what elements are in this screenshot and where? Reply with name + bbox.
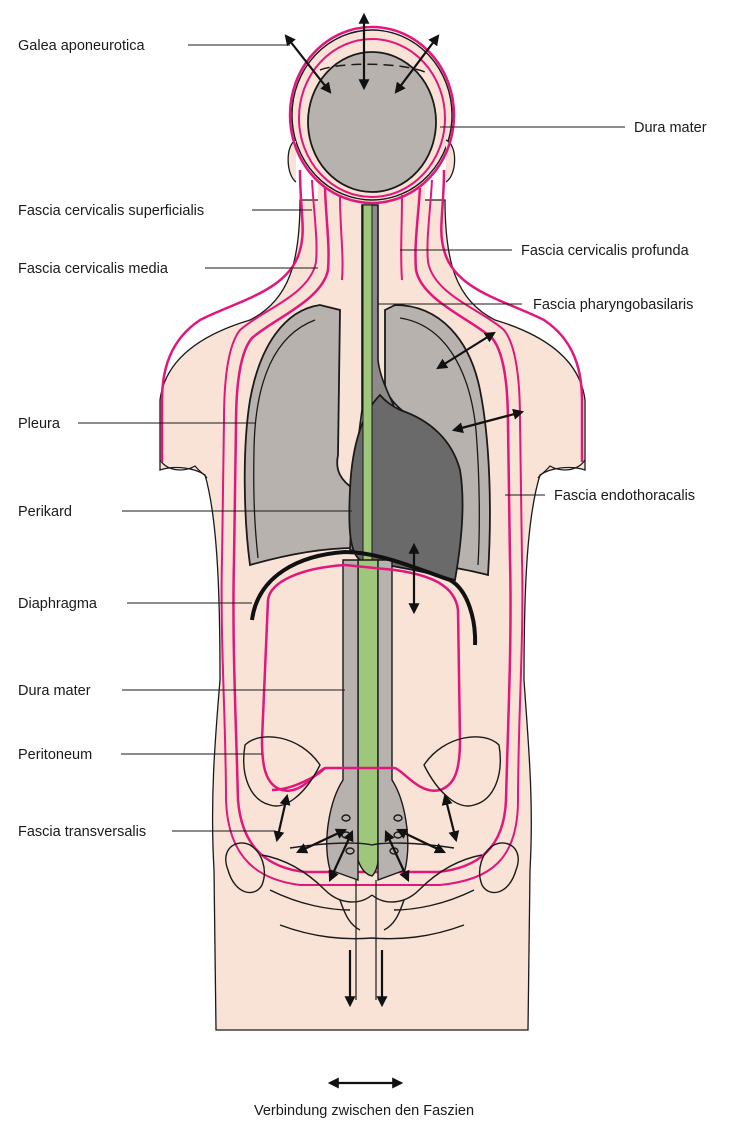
label-fascia-cervicalis-superficialis: Fascia cervicalis superficialis xyxy=(18,203,204,219)
legend: Verbindung zwischen den Faszien xyxy=(254,1083,474,1119)
legend-text: Verbindung zwischen den Faszien xyxy=(254,1103,474,1119)
right-ear xyxy=(446,140,455,182)
label-fascia-cervicalis-media: Fascia cervicalis media xyxy=(18,261,169,277)
brain xyxy=(308,52,436,192)
label-dura-mater-lower: Dura mater xyxy=(18,683,91,699)
label-diaphragma: Diaphragma xyxy=(18,596,98,612)
label-fascia-cervicalis-profunda: Fascia cervicalis profunda xyxy=(521,243,690,259)
spinal-cord-lower xyxy=(358,560,378,876)
label-peritoneum: Peritoneum xyxy=(18,747,92,763)
label-fascia-pharyngobasilaris: Fascia pharyngobasilaris xyxy=(533,297,693,313)
label-galea-aponeurotica: Galea aponeurotica xyxy=(18,38,145,54)
label-dura-mater-upper: Dura mater xyxy=(634,120,707,136)
label-fascia-transversalis: Fascia transversalis xyxy=(18,824,146,840)
label-perikard: Perikard xyxy=(18,504,72,520)
label-pleura: Pleura xyxy=(18,416,61,432)
label-fascia-endothoracalis: Fascia endothoracalis xyxy=(554,488,695,504)
spinal-cord xyxy=(363,205,372,560)
